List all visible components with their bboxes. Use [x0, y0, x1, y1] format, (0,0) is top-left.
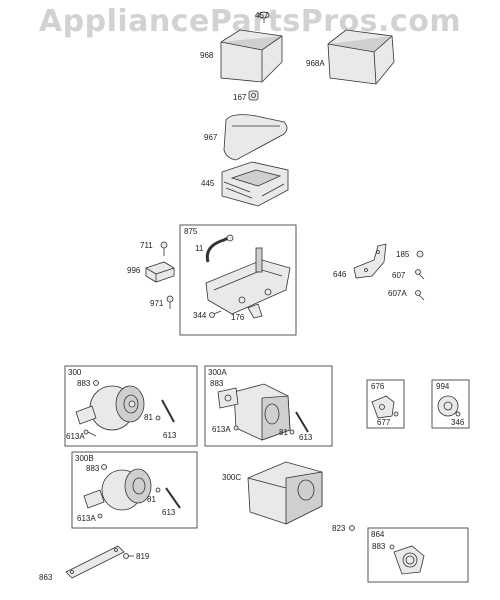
- part-883-gasket-d[interactable]: [389, 544, 395, 550]
- label-300: 300: [68, 368, 82, 377]
- part-875-base-plate[interactable]: [205, 247, 291, 315]
- label-971: 971: [150, 299, 164, 308]
- label-176: 176: [231, 313, 245, 322]
- label-11: 11: [195, 244, 204, 253]
- label-883-c: 883: [86, 464, 100, 473]
- label-445: 445: [201, 179, 215, 188]
- label-613A-a: 613A: [66, 432, 85, 441]
- part-167-nut[interactable]: [248, 90, 259, 101]
- part-863-muffler-strap[interactable]: [65, 545, 125, 579]
- label-607A: 607A: [388, 289, 407, 298]
- part-613-stud-a[interactable]: [161, 399, 175, 423]
- part-300-muffler[interactable]: [75, 385, 145, 431]
- label-346: 346: [451, 418, 465, 427]
- part-677-screw[interactable]: [393, 411, 399, 417]
- label-344: 344: [193, 311, 207, 320]
- label-968: 968: [200, 51, 214, 60]
- label-185: 185: [396, 250, 410, 259]
- part-968A-air-cleaner-cover[interactable]: [327, 29, 395, 85]
- part-607A-screw[interactable]: [415, 290, 425, 301]
- part-81-screw-a[interactable]: [155, 415, 161, 421]
- part-994-spark-arrester[interactable]: [437, 395, 459, 417]
- part-185-nut[interactable]: [416, 250, 424, 258]
- label-300C: 300C: [222, 473, 241, 482]
- part-457-screw[interactable]: [258, 11, 270, 23]
- part-344-screw[interactable]: [209, 310, 222, 318]
- part-883-gasket-c[interactable]: [101, 464, 107, 470]
- part-823-screw[interactable]: [349, 525, 355, 531]
- part-711-screw[interactable]: [160, 241, 168, 256]
- label-823: 823: [332, 524, 346, 533]
- part-607-screw[interactable]: [415, 269, 425, 280]
- label-607: 607: [392, 271, 406, 280]
- part-967-pre-cleaner[interactable]: [223, 114, 288, 161]
- part-81-screw-c[interactable]: [155, 487, 161, 493]
- label-613A-c: 613A: [77, 514, 96, 523]
- label-300A: 300A: [208, 368, 227, 377]
- kit-300B-box: [71, 451, 198, 529]
- part-613A-screw-a[interactable]: [83, 429, 97, 437]
- part-300B-muffler[interactable]: [83, 468, 152, 511]
- part-676-guard[interactable]: [371, 395, 395, 419]
- part-613-stud-c[interactable]: [165, 487, 181, 509]
- label-875: 875: [184, 227, 198, 236]
- kit-676-box: [366, 379, 405, 429]
- label-968A: 968A: [306, 59, 325, 68]
- part-81-screw-b[interactable]: [289, 429, 295, 435]
- part-300A-muffler[interactable]: [217, 383, 291, 441]
- label-864: 864: [371, 530, 385, 539]
- part-11-breather-tube[interactable]: [205, 234, 234, 263]
- label-613A-b: 613A: [212, 425, 231, 434]
- part-864-deflector[interactable]: [393, 545, 425, 575]
- kit-300A-box: [204, 365, 333, 447]
- part-300C-muffler[interactable]: [247, 461, 323, 525]
- label-994: 994: [436, 382, 450, 391]
- part-613A-screw-c[interactable]: [97, 513, 103, 519]
- label-677: 677: [377, 418, 391, 427]
- part-176-clip[interactable]: [247, 303, 263, 319]
- kit-994-box: [431, 379, 470, 429]
- part-968-air-cleaner-cover[interactable]: [220, 29, 283, 83]
- part-613A-screw-b[interactable]: [233, 425, 239, 431]
- part-346-screw[interactable]: [455, 411, 461, 417]
- label-863: 863: [39, 573, 53, 582]
- label-646: 646: [333, 270, 347, 279]
- label-81-a: 81: [144, 413, 153, 422]
- label-81-c: 81: [147, 495, 156, 504]
- part-445-filter-cartridge[interactable]: [221, 161, 289, 207]
- part-996-bracket[interactable]: [145, 261, 175, 283]
- part-971-screw[interactable]: [166, 295, 174, 309]
- label-457: 457: [255, 11, 269, 20]
- part-613-stud-b[interactable]: [295, 411, 309, 433]
- label-819: 819: [136, 552, 150, 561]
- label-81-b: 81: [279, 428, 288, 437]
- label-167: 167: [233, 93, 247, 102]
- label-711: 711: [140, 241, 153, 250]
- kit-864-box: [367, 527, 469, 583]
- label-613-c: 613: [162, 508, 176, 517]
- label-613-a: 613: [163, 431, 177, 440]
- label-613-b: 613: [299, 433, 313, 442]
- label-300B: 300B: [75, 454, 94, 463]
- kit-875-box: [179, 224, 297, 336]
- part-646-bracket[interactable]: [353, 243, 387, 279]
- label-676: 676: [371, 382, 385, 391]
- label-883-d: 883: [372, 542, 386, 551]
- label-996: 996: [127, 266, 141, 275]
- part-883-gasket-a[interactable]: [93, 380, 99, 386]
- kit-300-box: [64, 365, 198, 447]
- label-883-a: 883: [77, 379, 91, 388]
- label-883-b: 883: [210, 379, 224, 388]
- part-819-screw[interactable]: [123, 553, 135, 559]
- label-967: 967: [204, 133, 218, 142]
